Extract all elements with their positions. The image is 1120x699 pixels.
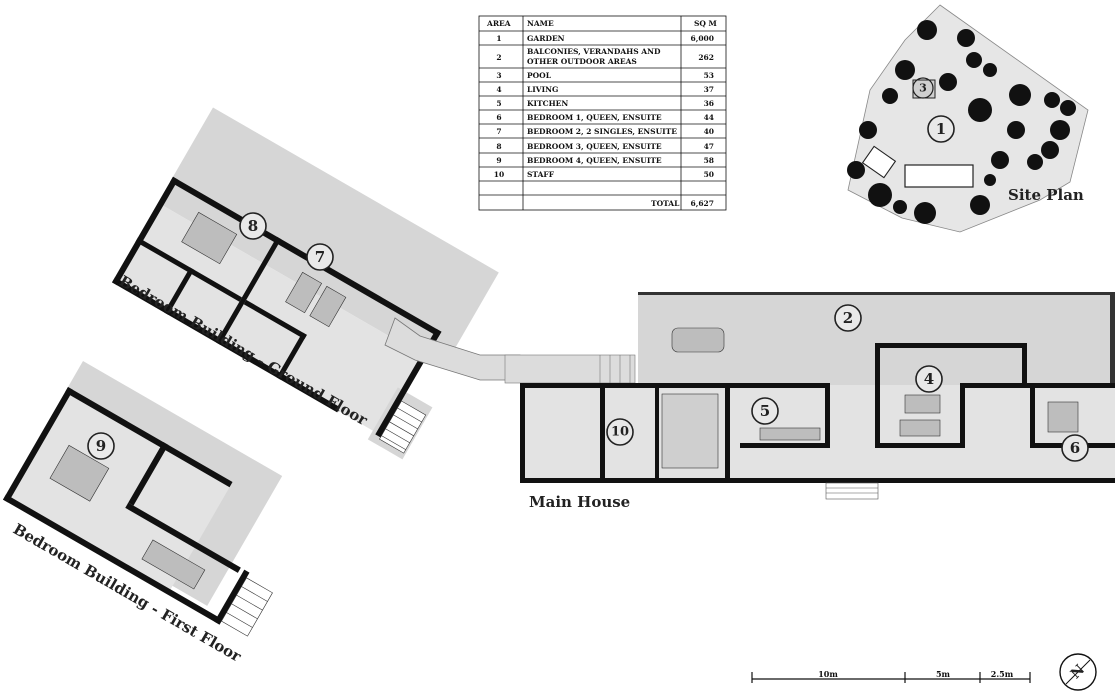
table-cell-area: 9 <box>496 156 501 165</box>
table-cell-area: 1 <box>496 34 501 43</box>
site-plan-trees <box>847 20 1076 224</box>
table-cell-name: BALCONIES, VERANDAHS AND <box>527 47 661 56</box>
table-header-sqm: SQ M <box>694 19 717 28</box>
table-cell-name: LIVING <box>527 85 558 94</box>
table-cell-name-line2: OTHER OUTDOOR AREAS <box>527 57 637 66</box>
table-cell-area: 6 <box>496 113 501 122</box>
site-plan-label-garden: 1 <box>936 120 946 138</box>
site-plan-bedroom-building <box>861 145 897 179</box>
site-plan-house <box>904 164 974 188</box>
table-cell-name: KITCHEN <box>527 99 568 108</box>
table-cell-sqm: 50 <box>704 170 714 179</box>
table-cell-name: BEDROOM 4, QUEEN, ENSUITE <box>527 156 662 165</box>
table-cell-area: 3 <box>496 71 501 80</box>
main-house <box>520 292 1115 500</box>
table-cell-sqm: 36 <box>704 99 714 108</box>
table-cell-name: BEDROOM 3, QUEEN, ENSUITE <box>527 142 662 151</box>
table-cell-area: 2 <box>496 53 501 62</box>
scale-bar: 10m 5m 2.5m <box>751 669 1031 683</box>
dining-table <box>671 327 725 353</box>
site-plan-title: Site Plan <box>1008 186 1084 204</box>
scale-label-5m: 5m <box>936 669 951 679</box>
site-plan-label-circle <box>927 115 955 143</box>
table-cell-sqm: 58 <box>704 156 714 165</box>
table-cell-sqm: 262 <box>698 53 714 62</box>
table-cell-area: 7 <box>496 127 501 136</box>
table-cell-area: 10 <box>494 170 504 179</box>
table-total-value: 6,627 <box>691 199 715 208</box>
table-cell-name: GARDEN <box>527 34 565 43</box>
table-cell-sqm: 40 <box>704 127 714 136</box>
table-cell-sqm: 37 <box>704 85 714 94</box>
table-cell-sqm: 6,000 <box>691 34 715 43</box>
room-label-4: 4 <box>924 370 934 388</box>
site-plan: 1 3 Site Plan <box>847 4 1089 233</box>
table-cell-name: BEDROOM 1, QUEEN, ENSUITE <box>527 113 662 122</box>
bedroom-building-ground-floor <box>112 107 499 460</box>
scale-label-10m: 10m <box>818 669 838 679</box>
table-cell-sqm: 44 <box>704 113 714 122</box>
table-cell-name: STAFF <box>527 170 555 179</box>
room-label-5: 5 <box>760 402 770 420</box>
table-total-label: TOTAL <box>651 199 680 208</box>
room-label-2: 2 <box>843 309 853 327</box>
room-label-8: 8 <box>248 217 258 235</box>
table-cell-area: 8 <box>496 142 501 151</box>
table-cell-area: 4 <box>496 85 501 94</box>
table-cell-name: POOL <box>527 71 552 80</box>
table-cell-area: 5 <box>496 99 501 108</box>
bedroom-building-first-floor <box>3 361 283 637</box>
area-table: AREA NAME SQ M 1 GARDEN 6,000 2 BALCONIE… <box>478 15 727 211</box>
main-house-title: Main House <box>529 493 630 511</box>
scale-label-2-5m: 2.5m <box>991 669 1014 679</box>
room-label-6: 6 <box>1070 439 1080 457</box>
room-label-9: 9 <box>96 437 106 455</box>
table-cell-sqm: 53 <box>704 71 714 80</box>
table-header-name: NAME <box>527 19 554 28</box>
table-header-area: AREA <box>486 19 511 28</box>
table-cell-sqm: 47 <box>704 142 714 151</box>
north-arrow-icon: N <box>1059 653 1097 691</box>
room-label-7: 7 <box>315 248 325 266</box>
room-label-10: 10 <box>611 425 629 440</box>
table-cell-name: BEDROOM 2, 2 SINGLES, ENSUITE <box>527 127 677 136</box>
site-plan-label-pool: 3 <box>919 82 927 95</box>
